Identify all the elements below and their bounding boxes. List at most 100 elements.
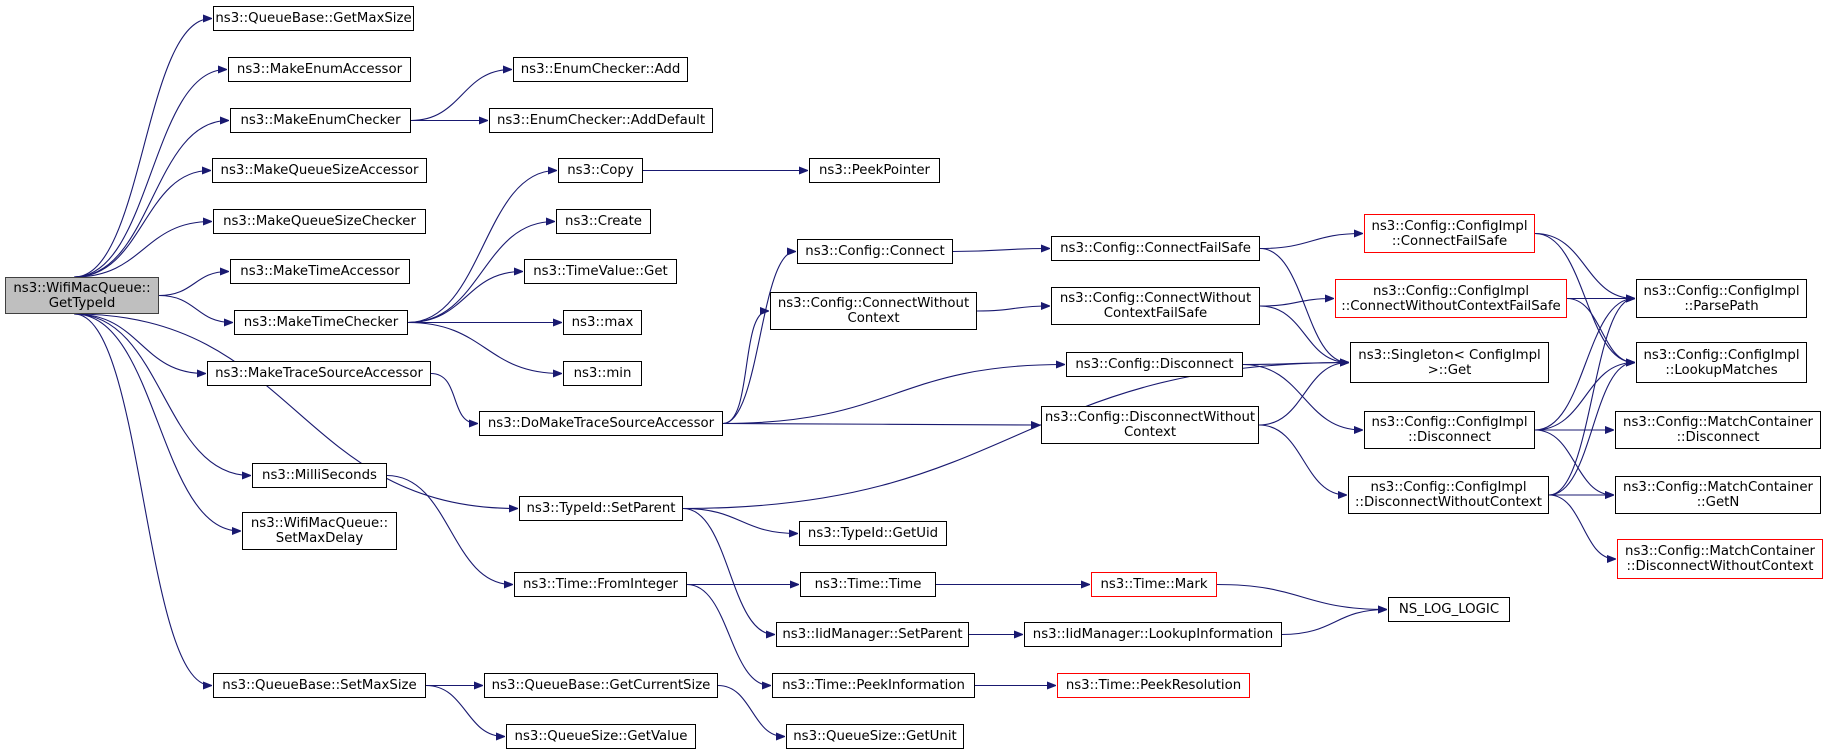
node-qs-getunit[interactable]: ns3::QueueSize::GetUnit (786, 724, 964, 749)
node-qs-getval[interactable]: ns3::QueueSize::GetValue (506, 724, 696, 749)
node-label-line: ns3::MakeEnumChecker (240, 113, 401, 128)
node-tv-get[interactable]: ns3::TimeValue::Get (524, 259, 677, 284)
node-label-line: ::Disconnect (1408, 430, 1491, 445)
node-label-line: ns3::Config::Disconnect (1075, 357, 1234, 372)
node-time-peekres[interactable]: ns3::Time::PeekResolution (1057, 673, 1250, 698)
node-ci-lookup[interactable]: ns3::Config::ConfigImpl::LookupMatches (1636, 342, 1807, 383)
node-label-line: ns3::EnumChecker::Add (520, 62, 681, 77)
node-ci-discwoc[interactable]: ns3::Config::ConfigImpl::DisconnectWitho… (1348, 476, 1549, 514)
node-label-line: ns3::MakeEnumAccessor (236, 62, 403, 77)
node-ci-parsepath[interactable]: ns3::Config::ConfigImpl::ParsePath (1636, 279, 1807, 318)
node-label-line: ns3::IidManager::LookupInformation (1032, 627, 1274, 642)
edge-dmtsa-to-cfg-connect (722, 252, 795, 425)
node-mkenumacc[interactable]: ns3::MakeEnumAccessor (228, 57, 411, 82)
node-label-line: Context (1123, 425, 1177, 440)
node-copy[interactable]: ns3::Copy (558, 158, 643, 183)
edge-root-to-qb-getmax (74, 19, 211, 278)
node-time-time[interactable]: ns3::Time::Time (800, 572, 936, 597)
node-label-line: ::GetN (1696, 495, 1740, 510)
node-label-line: ns3::Time::PeekResolution (1065, 678, 1242, 693)
node-mkqschk[interactable]: ns3::MakeQueueSizeChecker (213, 209, 426, 234)
node-mc-discwoc[interactable]: ns3::Config::MatchContainer::DisconnectW… (1617, 539, 1823, 579)
node-setmaxdelay[interactable]: ns3::WifiMacQueue::SetMaxDelay (242, 512, 397, 550)
node-label-line: ns3::MakeQueueSizeChecker (223, 214, 416, 229)
node-label-line: SetMaxDelay (275, 531, 364, 546)
node-label-line: ns3::TypeId::SetParent (526, 501, 676, 516)
node-iid-setparent[interactable]: ns3::IidManager::SetParent (776, 622, 969, 647)
node-iid-lookup[interactable]: ns3::IidManager::LookupInformation (1024, 622, 1282, 647)
edge-root-to-mkenumacc (74, 70, 226, 278)
node-mktsacc[interactable]: ns3::MakeTraceSourceAccessor (207, 361, 431, 386)
node-label-line: ns3::Config::ConfigImpl (1372, 283, 1530, 299)
node-label-line: ns3::MakeTraceSourceAccessor (215, 366, 423, 381)
node-dmtsa[interactable]: ns3::DoMakeTraceSourceAccessor (479, 411, 723, 436)
node-label-line: ::DisconnectWithoutContext (1355, 495, 1542, 510)
node-enum-add[interactable]: ns3::EnumChecker::Add (513, 57, 688, 82)
node-label-line: ContextFailSafe (1103, 306, 1208, 321)
node-ci-disc[interactable]: ns3::Config::ConfigImpl::Disconnect (1364, 411, 1535, 449)
node-label-line: ::ParsePath (1684, 298, 1759, 314)
edge-dmtsa-to-cfg-disc (722, 365, 1064, 425)
node-mktimeacc[interactable]: ns3::MakeTimeAccessor (230, 259, 410, 284)
edge-tid-setparent-to-iid-setparent (682, 507, 774, 635)
edge-cfg-discwoc-to-singleton-get (1258, 363, 1348, 426)
node-create[interactable]: ns3::Create (556, 209, 651, 234)
node-label-line: ::ConnectFailSafe (1391, 233, 1508, 249)
node-mc-disc[interactable]: ns3::Config::MatchContainer::Disconnect (1615, 411, 1821, 449)
node-label-line: ns3::MilliSeconds (262, 468, 377, 483)
node-label-line: ::LookupMatches (1665, 362, 1778, 378)
node-cfg-disc[interactable]: ns3::Config::Disconnect (1066, 352, 1243, 377)
node-peekptr[interactable]: ns3::PeekPointer (809, 158, 940, 183)
node-label-line: ns3::MakeQueueSizeAccessor (220, 163, 419, 178)
edge-ci-disc-to-ci-lookup (1534, 363, 1634, 431)
node-label-line: ns3::TypeId::GetUid (807, 526, 939, 541)
edge-cfg-discwoc-to-ci-discwoc (1258, 424, 1346, 495)
node-label-line: GetTypeId (48, 295, 116, 311)
node-label-line: ns3::QueueBase::GetCurrentSize (491, 678, 711, 693)
edge-qb-getcur-to-qs-getunit (717, 684, 784, 737)
node-label-line: ns3::Config::ConnectWithout (1059, 291, 1252, 306)
edge-cfg-connwocfs-to-ci-connwocfs (1259, 299, 1333, 307)
node-mkenumchk[interactable]: ns3::MakeEnumChecker (230, 108, 411, 133)
node-singleton-get[interactable]: ns3::Singleton< ConfigImpl >::Get (1350, 342, 1549, 383)
node-mkqsacc[interactable]: ns3::MakeQueueSizeAccessor (212, 158, 427, 183)
edge-ci-discwoc-to-ci-parsepath (1548, 299, 1634, 496)
edge-millis-to-time-fromint (386, 474, 512, 585)
node-label-line: ns3::QueueSize::GetUnit (793, 729, 957, 744)
edge-cfg-connfs-to-singleton-get (1259, 247, 1348, 363)
node-label-line: ::DisconnectWithoutContext (1626, 559, 1814, 574)
node-label-line: ns3::Time::FromInteger (522, 577, 679, 592)
node-time-mark[interactable]: ns3::Time::Mark (1091, 572, 1217, 597)
node-nslog[interactable]: NS_LOG_LOGIC (1388, 597, 1510, 622)
node-millis[interactable]: ns3::MilliSeconds (252, 463, 387, 488)
node-tid-setparent[interactable]: ns3::TypeId::SetParent (519, 496, 683, 521)
node-qb-getmax[interactable]: ns3::QueueBase::GetMaxSize (213, 6, 414, 31)
node-time-fromint[interactable]: ns3::Time::FromInteger (514, 572, 687, 597)
node-label-line: ::ConnectWithoutContextFailSafe (1341, 298, 1561, 314)
node-ci-connfs[interactable]: ns3::Config::ConfigImpl::ConnectFailSafe (1364, 214, 1535, 253)
node-ci-connwocfs[interactable]: ns3::Config::ConfigImpl::ConnectWithoutC… (1335, 279, 1567, 318)
node-label-line: ns3::QueueBase::GetMaxSize (215, 11, 412, 26)
node-max[interactable]: ns3::max (563, 310, 642, 335)
edge-ci-connfs-to-ci-parsepath (1534, 232, 1634, 299)
node-tid-getuid[interactable]: ns3::TypeId::GetUid (799, 521, 947, 546)
node-label-line: ns3::Time::Time (814, 577, 922, 592)
node-mc-getn[interactable]: ns3::Config::MatchContainer::GetN (1615, 476, 1821, 514)
edge-mktimechk-to-tv-get (407, 272, 522, 324)
node-qb-setmax[interactable]: ns3::QueueBase::SetMaxSize (213, 673, 426, 698)
node-enum-adddef[interactable]: ns3::EnumChecker::AddDefault (489, 108, 713, 133)
edge-time-mark-to-nslog (1216, 583, 1386, 610)
node-qb-getcur[interactable]: ns3::QueueBase::GetCurrentSize (484, 673, 718, 698)
node-mktimechk[interactable]: ns3::MakeTimeChecker (234, 310, 408, 335)
edge-cfg-disc-to-singleton-get (1242, 363, 1348, 365)
node-root: ns3::WifiMacQueue::GetTypeId (5, 277, 159, 314)
node-time-peekinfo[interactable]: ns3::Time::PeekInformation (772, 673, 975, 698)
node-min[interactable]: ns3::min (563, 361, 642, 386)
node-cfg-connfs[interactable]: ns3::Config::ConnectFailSafe (1051, 236, 1260, 261)
node-label-line: ns3::QueueBase::SetMaxSize (222, 678, 417, 693)
edge-dmtsa-to-cfg-connwoc (722, 311, 768, 425)
node-cfg-connect[interactable]: ns3::Config::Connect (797, 239, 953, 264)
